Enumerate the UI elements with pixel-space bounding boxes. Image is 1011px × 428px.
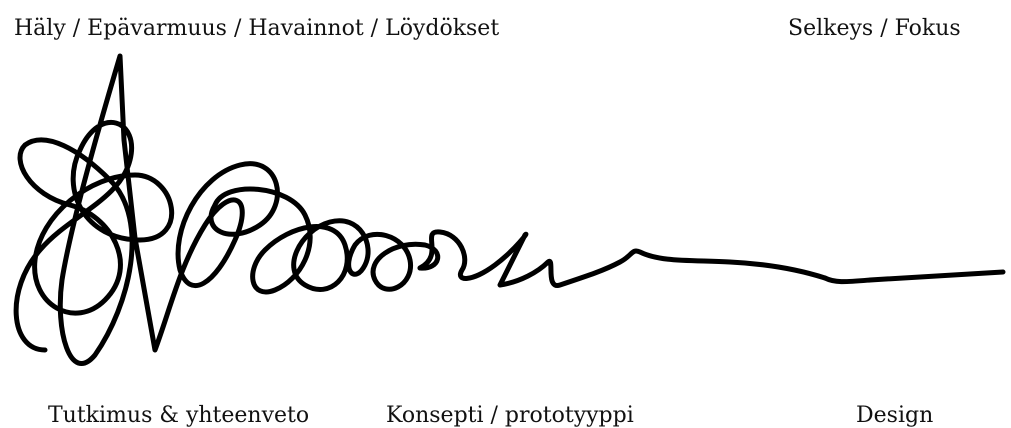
focus-line-segment (825, 272, 1003, 282)
label-design: Design (856, 405, 933, 427)
label-research-synthesis: Tutkimus & yhteenveto (48, 405, 309, 427)
tangle-segment (16, 56, 277, 364)
wave-segment (420, 232, 825, 286)
tangle-segment (215, 189, 438, 292)
label-concept-prototype: Konsepti / prototyyppi (386, 405, 634, 427)
